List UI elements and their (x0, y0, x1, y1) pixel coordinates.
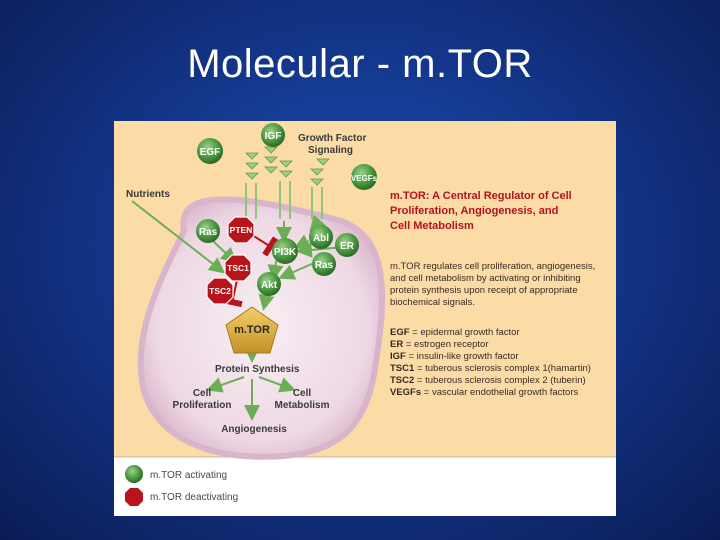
svg-text:PTEN: PTEN (230, 225, 253, 235)
abbr-er: ER = estrogen receptor (390, 339, 489, 350)
abbr-tsc2: TSC2 = tuberous sclerosis complex 2 (tub… (390, 375, 586, 386)
svg-text:ER: ER (340, 241, 355, 252)
node-ras-right: Ras (312, 252, 336, 276)
mtor-pathway-figure: IGF EGF VEGFs Ras PI3K Abl ER Ras Akt PT… (114, 121, 616, 516)
cell-metabolism-label-1: Cell (293, 388, 312, 399)
nutrients-label: Nutrients (126, 189, 170, 200)
svg-text:Ras: Ras (199, 227, 218, 238)
cell-metabolism-label-2: Metabolism (274, 400, 329, 411)
right-body-line-2: and cell metabolism by activating or inh… (390, 273, 581, 284)
node-abl: Abl (309, 225, 333, 249)
cell-proliferation-label-2: Proliferation (173, 400, 232, 411)
legend-panel (114, 457, 616, 516)
right-body-line-4: biochemical signals. (390, 297, 475, 308)
svg-text:Akt: Akt (261, 280, 278, 291)
right-title-line-3: Cell Metabolism (390, 220, 474, 232)
growth-factor-label-2: Signaling (308, 145, 353, 156)
protein-synthesis-label: Protein Synthesis (215, 364, 300, 375)
node-tsc2: TSC2 (207, 278, 233, 304)
svg-text:m.TOR: m.TOR (234, 324, 270, 336)
node-egf: EGF (197, 138, 223, 164)
abbr-tsc1: TSC1 = tuberous sclerosis complex 1(hama… (390, 363, 591, 374)
svg-text:PI3K: PI3K (274, 247, 297, 258)
node-pten: PTEN (228, 217, 254, 243)
svg-text:m.TOR activating: m.TOR activating (150, 470, 227, 481)
cell-proliferation-label-1: Cell (193, 388, 212, 399)
svg-text:IGF: IGF (265, 131, 282, 142)
node-igf: IGF (261, 123, 285, 147)
svg-text:Abl: Abl (313, 233, 329, 244)
legend-green-icon (125, 465, 143, 483)
node-er: ER (335, 233, 359, 257)
pathway-diagram: IGF EGF VEGFs Ras PI3K Abl ER Ras Akt PT… (114, 121, 616, 516)
node-tsc1: TSC1 (225, 255, 251, 281)
legend-red-icon (125, 488, 143, 506)
node-akt: Akt (257, 272, 281, 296)
right-body-line-1: m.TOR regulates cell proliferation, angi… (390, 261, 595, 272)
svg-text:VEGFs: VEGFs (351, 174, 378, 183)
svg-text:m.TOR deactivating: m.TOR deactivating (150, 492, 238, 503)
svg-text:EGF: EGF (200, 147, 221, 158)
right-title-line-2: Proliferation, Angiogenesis, and (390, 205, 558, 217)
growth-factor-label-1: Growth Factor (298, 133, 366, 144)
angiogenesis-label: Angiogenesis (221, 424, 287, 435)
abbr-igf: IGF = insulin-like growth factor (390, 351, 519, 362)
node-ras-left: Ras (196, 219, 220, 243)
svg-text:Ras: Ras (315, 260, 334, 271)
abbr-egf: EGF = epidermal growth factor (390, 327, 520, 338)
svg-text:TSC2: TSC2 (209, 286, 231, 296)
abbr-vegfs: VEGFs = vascular endothelial growth fact… (390, 387, 579, 398)
right-body-line-3: protein synthesis upon receipt of approp… (390, 285, 577, 296)
slide-title: Molecular - m.TOR (0, 42, 720, 87)
svg-text:TSC1: TSC1 (227, 263, 249, 273)
node-pi3k: PI3K (272, 238, 298, 264)
right-title-line-1: m.TOR: A Central Regulator of Cell (390, 190, 572, 202)
